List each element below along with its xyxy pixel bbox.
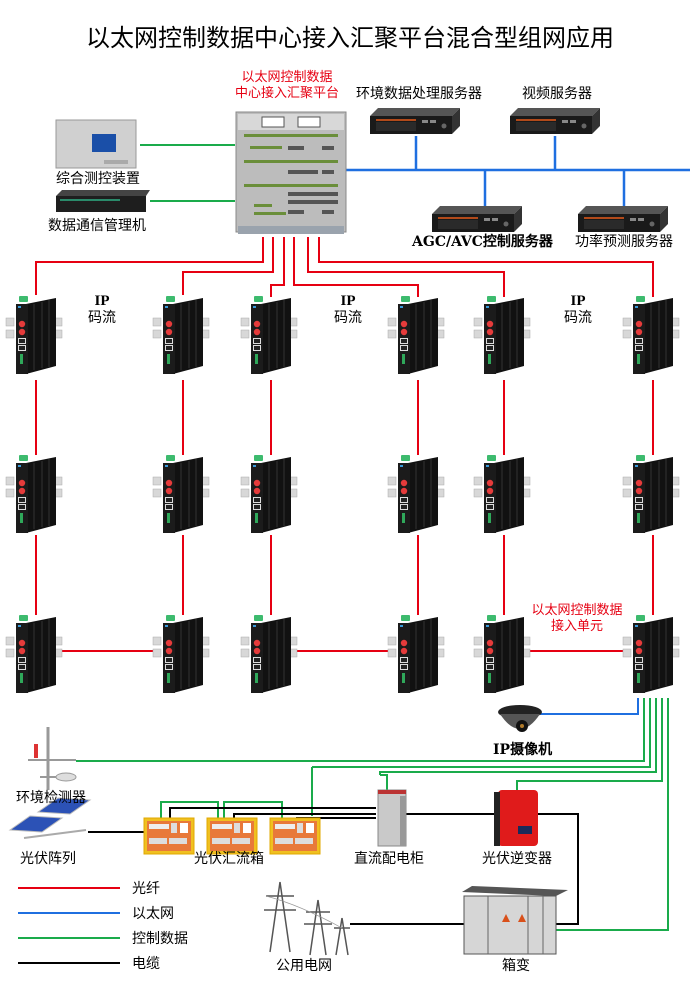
ip-stream-label: IP 码流 (328, 292, 368, 327)
left-device-label: 综合测控装置 (56, 171, 140, 187)
camera-label: IP摄像机 (493, 742, 553, 758)
env-detector-label: 环境检测器 (16, 790, 86, 806)
access-unit (622, 454, 680, 534)
access-unit (5, 614, 63, 694)
access-unit (240, 614, 298, 694)
fiber-links (35, 237, 654, 652)
ip-stream-label-line2: 码流 (334, 310, 362, 326)
ip-stream-label-line2: 码流 (88, 310, 116, 326)
ip-stream-label-line1: IP (570, 293, 586, 309)
access-unit (5, 295, 63, 375)
server-env-data (370, 108, 460, 134)
legend-label: 以太网 (132, 906, 174, 922)
access-unit-label-line2: 接入单元 (550, 618, 603, 634)
platform-label: 以太网控制数据 中心接入汇聚平台 (222, 70, 352, 101)
ip-stream-label: IP 码流 (558, 292, 598, 327)
data-communication-manager (56, 190, 150, 212)
server-label: 功率预测服务器 (575, 234, 673, 250)
access-unit (5, 454, 63, 534)
access-unit (152, 454, 210, 534)
server-label: 视频服务器 (522, 86, 592, 102)
ip-camera (498, 705, 542, 732)
fiber-link-col6 (318, 237, 654, 297)
public-grid-towers (264, 881, 350, 956)
access-unit-label: 以太网控制数据 接入单元 (522, 603, 632, 634)
fiber-link-col2 (182, 237, 274, 295)
legend-item-control: 控制数据 (18, 928, 198, 948)
access-unit (387, 295, 445, 375)
ip-stream-label-line2: 码流 (564, 310, 592, 326)
ip-stream-label-line1: IP (94, 293, 110, 309)
fiber-link-col3 (270, 237, 285, 297)
server-label: AGC/AVC控制服务器 (412, 234, 553, 250)
pv-array (8, 797, 92, 839)
access-unit (622, 295, 680, 375)
aggregator-platform-rack (235, 111, 347, 234)
platform-label-line1: 以太网控制数据 (241, 70, 333, 85)
control-links (76, 144, 669, 931)
public-grid-label: 公用电网 (276, 958, 332, 974)
legend-item-ethernet: 以太网 (18, 903, 198, 923)
legend-item-fiber: 光纤 (18, 878, 198, 898)
legend-swatch-control (18, 937, 120, 939)
legend-swatch-ethernet (18, 912, 120, 914)
platform-label-line2: 中心接入汇聚平台 (234, 85, 339, 101)
fiber-link-col1 (35, 237, 264, 295)
combiner-box (143, 817, 195, 855)
ip-stream-label: IP 码流 (82, 292, 122, 327)
access-unit (152, 295, 210, 375)
server-agc-avc (432, 206, 522, 232)
combiner-box (206, 817, 258, 855)
combiner-box-label: 光伏汇流箱 (194, 851, 264, 867)
legend-swatch-fiber (18, 887, 120, 889)
legend-label: 电缆 (132, 956, 160, 972)
box-transformer (462, 886, 568, 955)
server-power-forecast (578, 206, 668, 232)
access-unit-label-line1: 以太网控制数据 (531, 603, 623, 618)
left-device-label: 数据通信管理机 (48, 218, 146, 234)
legend-label: 光纤 (132, 881, 160, 897)
ethernet-links (345, 136, 690, 715)
access-unit (240, 454, 298, 534)
access-unit (387, 454, 445, 534)
dc-distribution-cabinet (377, 789, 407, 847)
environment-detector (28, 727, 77, 790)
legend-item-cable: 电缆 (18, 953, 198, 973)
access-unit (473, 295, 531, 375)
server-label: 环境数据处理服务器 (356, 86, 482, 102)
pv-inverter (494, 790, 538, 846)
server-video (510, 108, 600, 134)
integrated-measure-control-device (55, 119, 137, 169)
access-unit (240, 295, 298, 375)
access-unit (473, 454, 531, 534)
page-title: 以太网控制数据中心接入汇聚平台混合型组网应用 (86, 24, 614, 52)
dc-cabinet-label: 直流配电柜 (354, 851, 424, 867)
legend-swatch-cable (18, 962, 120, 964)
ip-stream-label-line1: IP (340, 293, 356, 309)
fiber-link-col5 (307, 237, 505, 297)
combiner-box (269, 817, 321, 855)
pv-array-label: 光伏阵列 (20, 851, 76, 867)
legend-label: 控制数据 (132, 931, 188, 947)
inverter-label: 光伏逆变器 (482, 851, 552, 867)
access-unit (387, 614, 445, 694)
access-unit (152, 614, 210, 694)
box-transformer-label: 箱变 (502, 958, 530, 974)
fiber-link-col4 (293, 237, 419, 297)
